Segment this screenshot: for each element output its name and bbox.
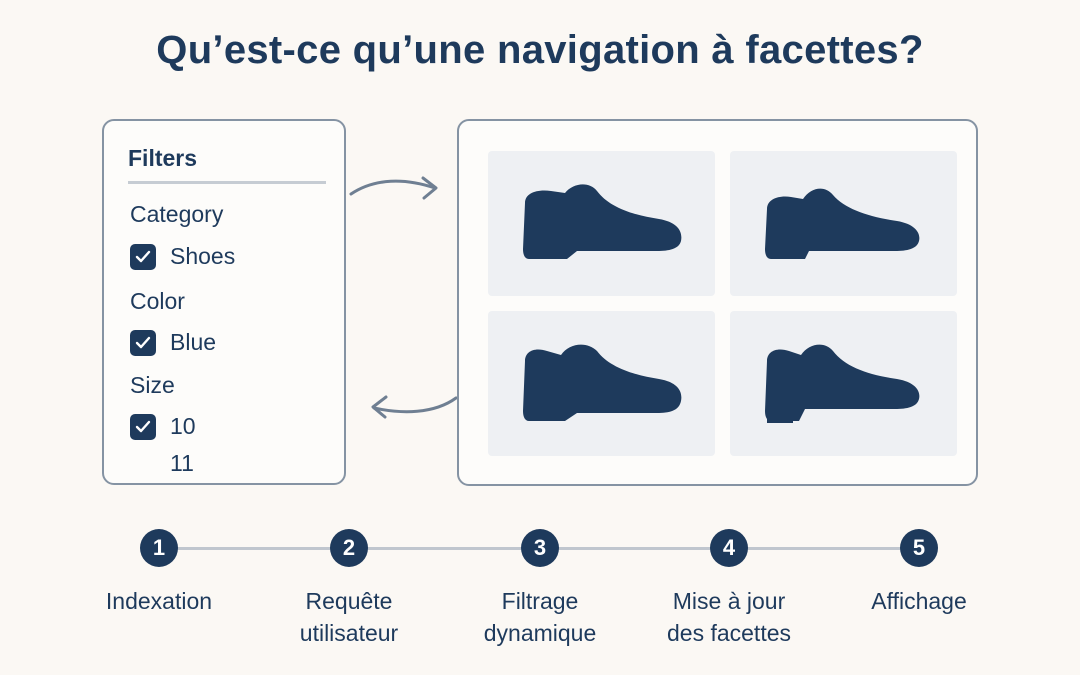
step-label-line: Filtrage xyxy=(501,588,579,614)
step-label-line: utilisateur xyxy=(299,620,399,646)
product-tile[interactable] xyxy=(488,151,715,296)
filters-panel: Filters Category Shoes Color Blue Size 1… xyxy=(102,119,346,485)
filter-group-size-label: Size xyxy=(130,372,175,398)
step-label: Mise à jour des facettes xyxy=(639,585,819,649)
product-grid-panel xyxy=(457,119,978,486)
step-label: Filtrage dynamique xyxy=(450,585,630,649)
filters-heading: Filters xyxy=(128,145,198,171)
arrow-left-icon xyxy=(371,395,458,419)
step-label-line: Affichage xyxy=(871,588,967,614)
step-label-line: dynamique xyxy=(483,620,597,646)
step-label: Affichage xyxy=(829,585,1009,617)
filter-group-color-label: Color xyxy=(130,288,185,314)
shoe-icon xyxy=(522,183,681,259)
filter-option-label: 10 xyxy=(170,413,196,439)
product-tile[interactable] xyxy=(730,311,957,456)
checkbox-checked-icon[interactable] xyxy=(130,413,156,440)
step-label-line: Mise à jour xyxy=(672,588,786,614)
shoe-icon xyxy=(764,188,919,259)
arrow-right-icon xyxy=(349,176,438,200)
step-number-badge: 2 xyxy=(330,529,368,567)
step-number-badge: 4 xyxy=(710,529,748,567)
filter-option-size-11[interactable]: 11 xyxy=(170,450,194,476)
step-label-line: des facettes xyxy=(666,620,792,646)
shoe-icon xyxy=(522,344,681,421)
filter-option-blue[interactable]: Blue xyxy=(130,329,216,356)
page-title: Qu’est-ce qu’une navigation à facettes? xyxy=(156,28,924,72)
filters-divider xyxy=(128,181,326,184)
step-label: Indexation xyxy=(69,585,249,617)
checkbox-checked-icon[interactable] xyxy=(130,329,156,356)
step-number-badge: 1 xyxy=(140,529,178,567)
checkbox-checked-icon[interactable] xyxy=(130,243,156,270)
product-tile[interactable] xyxy=(730,151,957,296)
heeled-shoe-icon xyxy=(764,344,919,423)
step-label-line: Requête xyxy=(305,588,393,614)
step-label-line: Indexation xyxy=(105,588,213,614)
filter-option-shoes[interactable]: Shoes xyxy=(130,243,235,270)
product-tile[interactable] xyxy=(488,311,715,456)
step-number-badge: 5 xyxy=(900,529,938,567)
filter-option-label: Shoes xyxy=(170,243,236,269)
filter-option-label: Blue xyxy=(170,329,217,355)
filter-option-size-10[interactable]: 10 xyxy=(130,413,196,440)
step-label: Requête utilisateur xyxy=(259,585,439,649)
filter-group-category-label: Category xyxy=(130,201,224,227)
step-number-badge: 3 xyxy=(521,529,559,567)
